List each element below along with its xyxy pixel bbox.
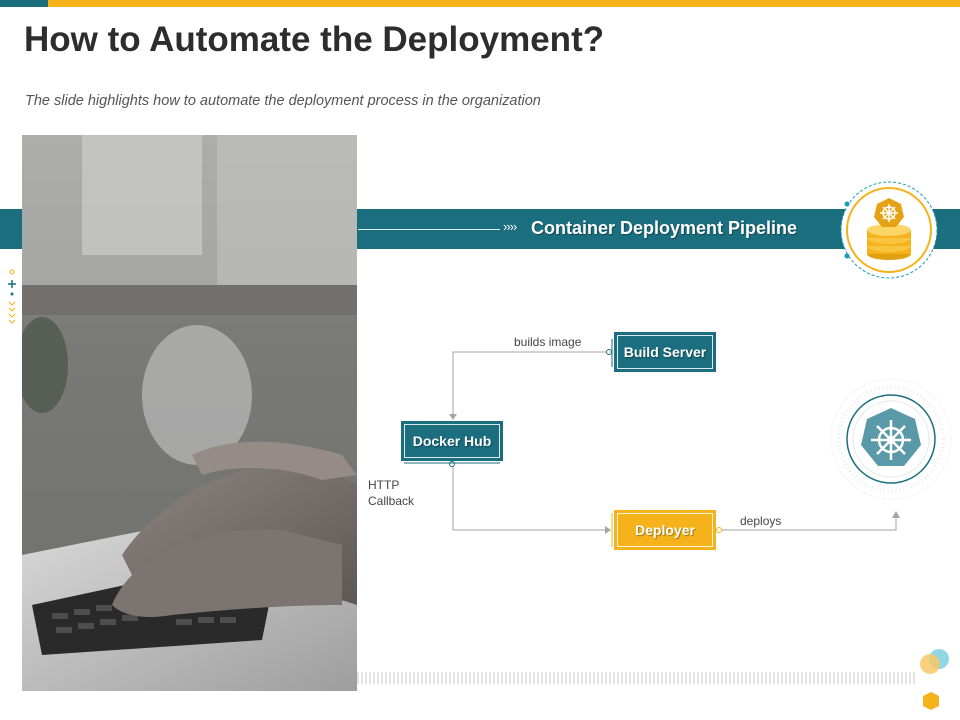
slide-title: How to Automate the Deployment? — [24, 20, 605, 59]
pipeline-title: Container Deployment Pipeline — [531, 218, 798, 238]
deploys-label: deploys — [740, 514, 782, 528]
http-callback-connector — [452, 465, 609, 531]
decorative-circles-icon — [920, 649, 949, 710]
http-label-line1: HTTP — [368, 478, 400, 492]
laptop-photo — [22, 135, 357, 691]
docker-hub-node: Docker Hub — [401, 421, 503, 461]
docker-hub-label: Docker Hub — [412, 433, 492, 449]
top-accent-bar-yellow — [48, 0, 960, 7]
builds-image-connector — [452, 351, 609, 416]
chevrons-icon: ›››› — [503, 219, 517, 234]
kubernetes-helm-icon — [830, 378, 952, 500]
pipeline-band-left — [0, 209, 22, 249]
decorative-tick-strip — [357, 672, 915, 684]
build-server-label: Build Server — [623, 344, 707, 360]
deployer-label: Deployer — [635, 522, 695, 538]
pipeline-band-line — [358, 229, 500, 230]
slide-subtitle: The slide highlights how to automate the… — [25, 93, 541, 109]
top-accent-bar-teal — [0, 0, 48, 7]
build-server-node: Build Server — [614, 332, 716, 372]
decorative-dots-icon — [8, 269, 16, 324]
deployer-node: Deployer — [614, 510, 716, 550]
coin-stack-icon — [840, 181, 938, 279]
http-label-line2: Callback — [368, 494, 415, 508]
builds-image-label: builds image — [514, 335, 582, 349]
http-callback-label: HTTP Callback — [368, 477, 414, 509]
